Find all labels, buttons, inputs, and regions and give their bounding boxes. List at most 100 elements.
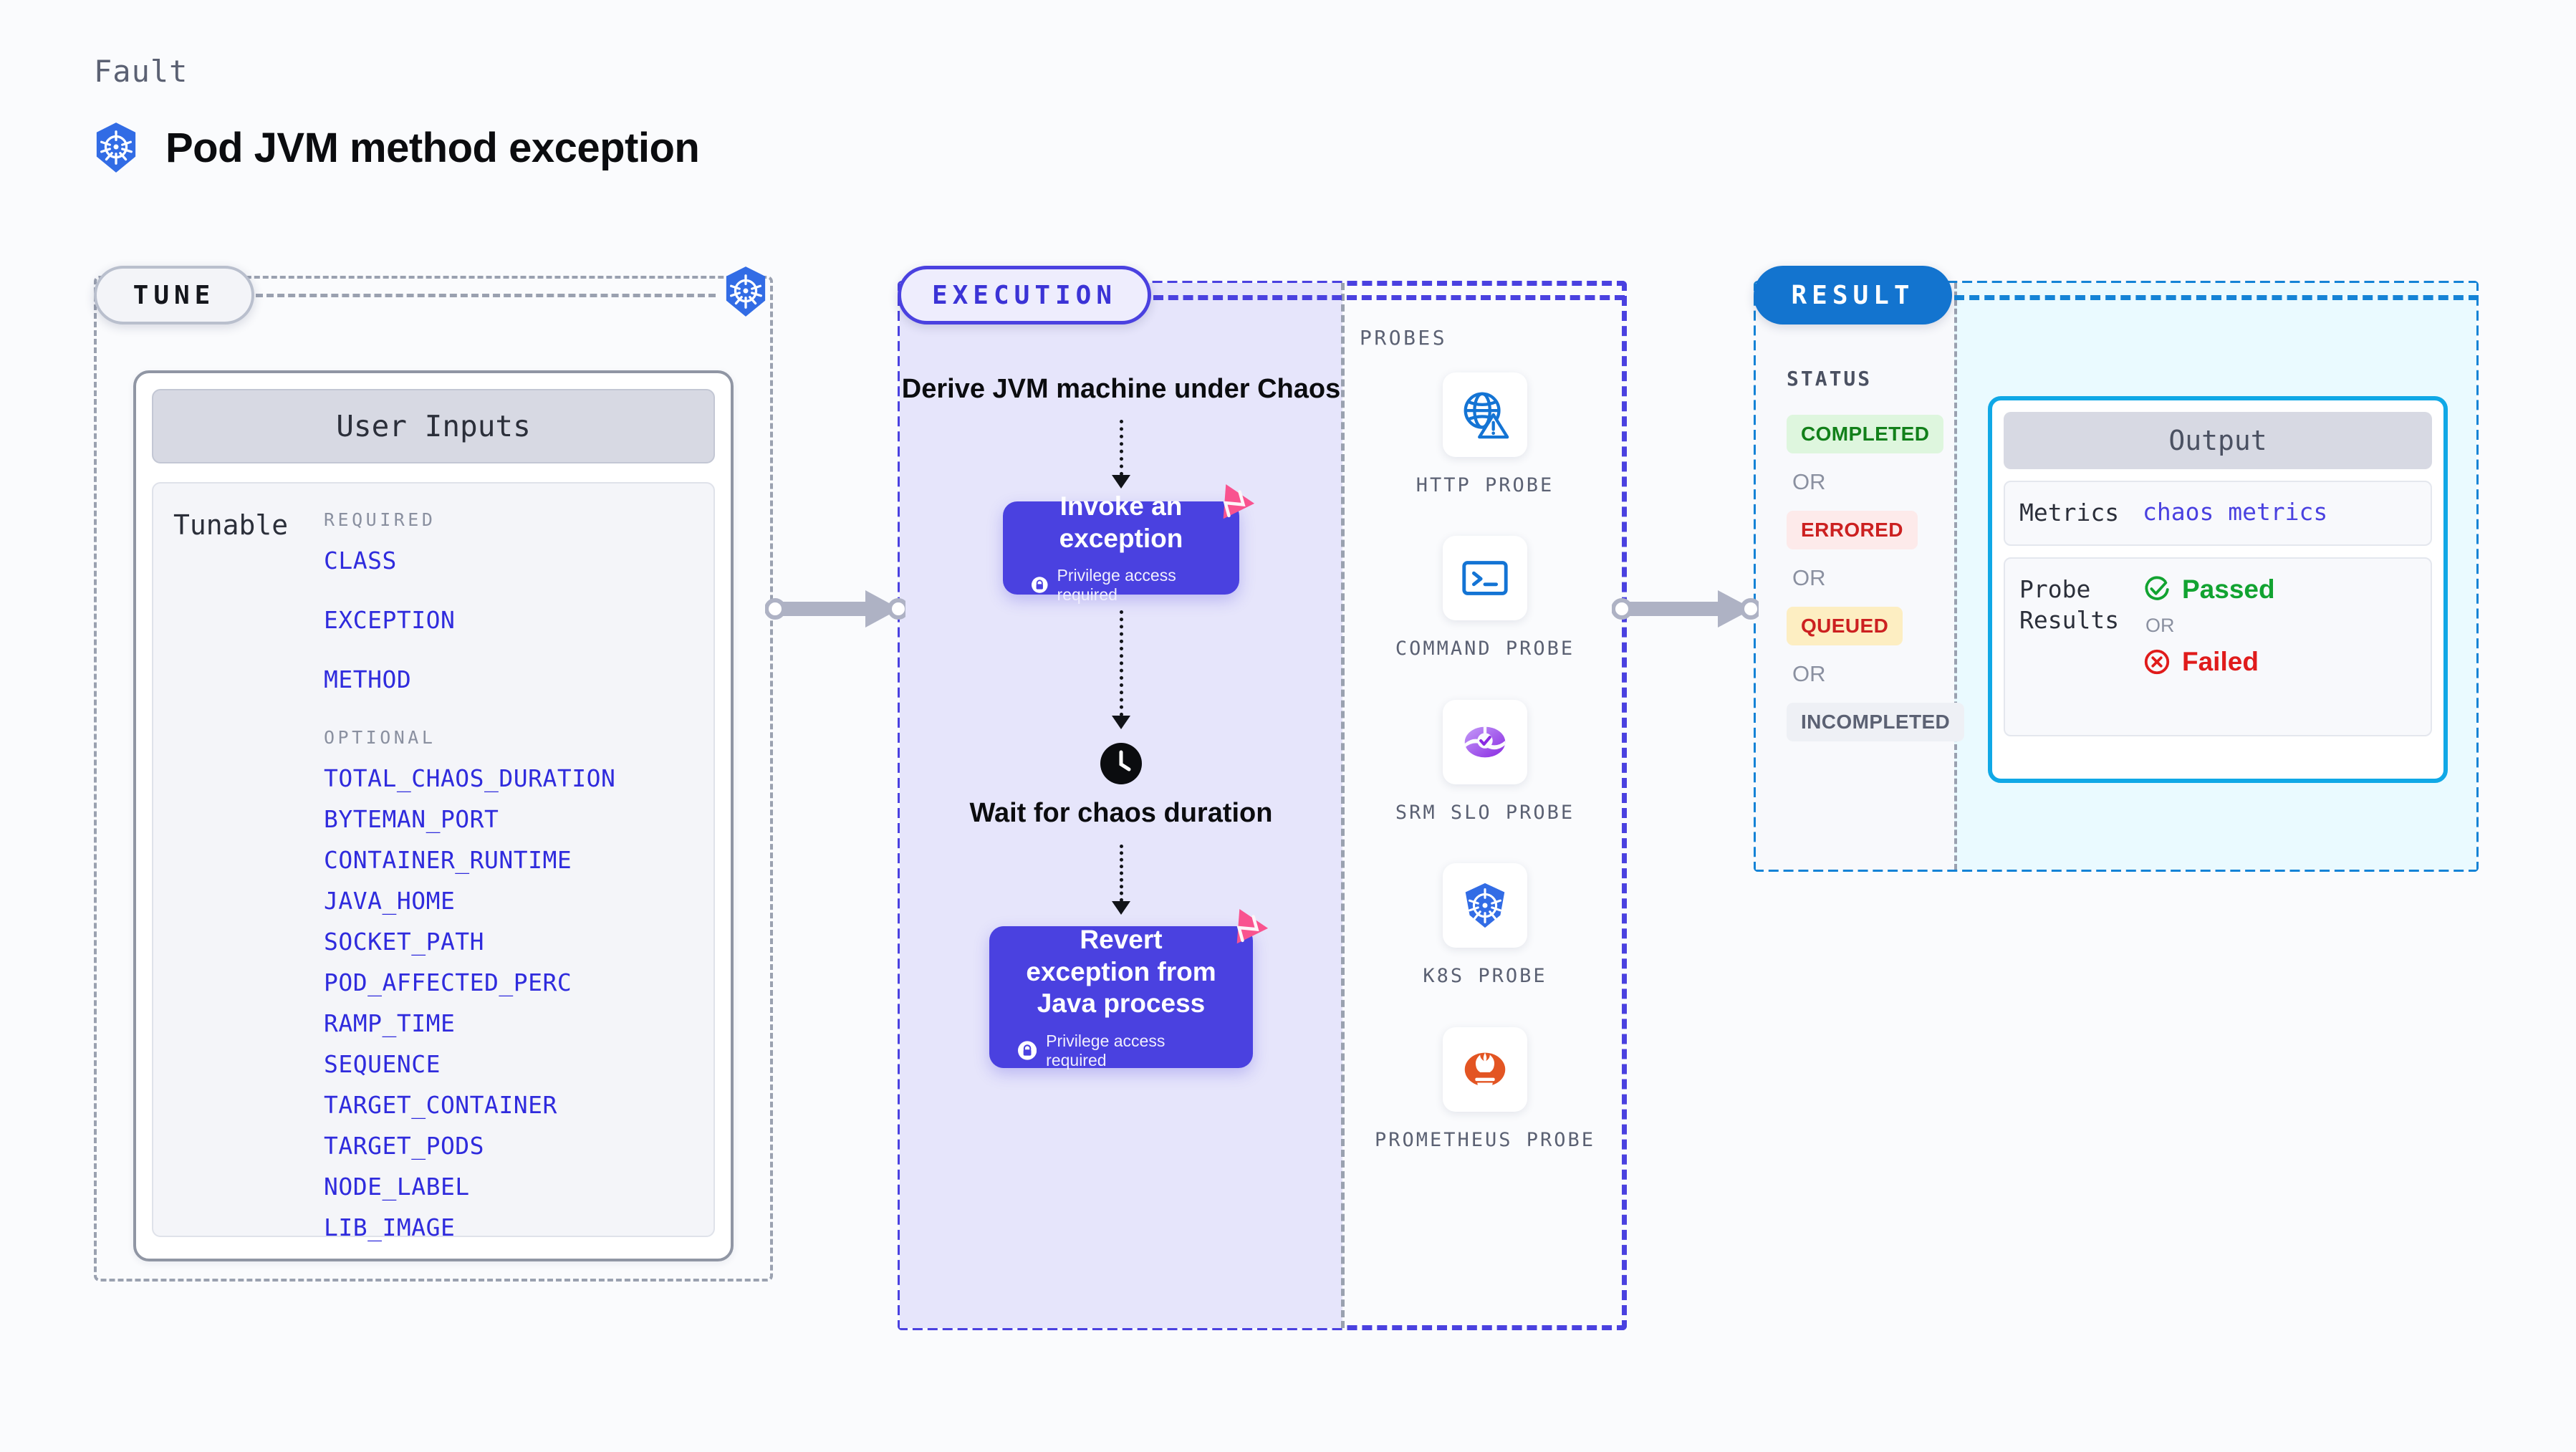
status-section-label: STATUS bbox=[1787, 367, 1873, 390]
connector-execution-to-result bbox=[1611, 585, 1762, 637]
or-separator: OR bbox=[1792, 661, 1826, 686]
parameter-item[interactable]: TARGET_CONTAINER bbox=[324, 1091, 557, 1119]
output-probe-results-row: Probe Results Passed OR Failed bbox=[2004, 557, 2432, 736]
result-top-dashed-line bbox=[1954, 295, 2479, 300]
execution-badge-label: EXECUTION bbox=[931, 280, 1118, 310]
parameter-item[interactable]: SOCKET_PATH bbox=[324, 928, 485, 956]
privilege-note-text: Privilege access required bbox=[1046, 1031, 1166, 1069]
parameter-item[interactable]: TOTAL_CHAOS_DURATION bbox=[324, 764, 616, 792]
optional-group-label: OPTIONAL bbox=[324, 727, 436, 748]
probe-label: PROMETHEUS PROBE bbox=[1374, 1128, 1596, 1151]
step-title: Invoke an exception bbox=[1059, 491, 1183, 553]
flow-arrow-down bbox=[1112, 610, 1130, 729]
kubernetes-icon bbox=[726, 266, 766, 317]
lock-icon bbox=[1018, 1041, 1037, 1060]
probe-results-key: Probe Results bbox=[2019, 574, 2120, 634]
user-inputs-title: User Inputs bbox=[336, 409, 531, 443]
metrics-key: Metrics bbox=[2019, 499, 2120, 527]
litmus-chaos-icon bbox=[1223, 484, 1255, 519]
parameter-item[interactable]: BYTEMAN_PORT bbox=[324, 805, 499, 833]
clock-icon bbox=[1100, 742, 1142, 784]
lock-icon bbox=[1032, 577, 1048, 594]
parameter-item[interactable]: CONTAINER_RUNTIME bbox=[324, 846, 572, 874]
probe-item-command[interactable]: COMMAND PROBE bbox=[1395, 536, 1575, 662]
kubernetes-icon bbox=[1465, 883, 1505, 928]
prometheus-icon bbox=[1464, 1052, 1506, 1090]
result-divider bbox=[1954, 283, 1957, 870]
probe-label: COMMAND PROBE bbox=[1395, 638, 1575, 660]
probe-label: SRM SLO PROBE bbox=[1395, 801, 1575, 824]
parameter-list: REQUIRED CLASS EXCEPTION METHOD OPTIONAL… bbox=[324, 509, 713, 1239]
execution-top-dashed-line bbox=[1153, 295, 1625, 300]
result-status-column-bg bbox=[1756, 283, 1954, 870]
optional-parameters: TOTAL_CHAOS_DURATION BYTEMAN_PORT CONTAI… bbox=[324, 766, 713, 1239]
status-badge: ERRORED bbox=[1787, 511, 1918, 549]
tune-top-dashed-line bbox=[256, 294, 716, 297]
verdict-failed: Failed bbox=[2143, 647, 2275, 677]
parameter-item[interactable]: EXCEPTION bbox=[324, 606, 456, 634]
tune-panel bbox=[94, 276, 773, 1282]
result-badge[interactable]: RESULT bbox=[1754, 266, 1952, 324]
litmus-chaos-icon bbox=[1236, 908, 1269, 944]
result-badge-label: RESULT bbox=[1791, 280, 1915, 310]
verdict-passed-label: Passed bbox=[2182, 574, 2275, 604]
tune-badge[interactable]: TUNE bbox=[94, 266, 254, 324]
parameter-item[interactable]: TARGET_PODS bbox=[324, 1132, 485, 1160]
probe-results-verdicts: Passed OR Failed bbox=[2143, 574, 2275, 677]
flow-arrow-down bbox=[1112, 845, 1130, 915]
probe-item-http[interactable]: HTTP PROBE bbox=[1416, 372, 1554, 499]
parameter-item[interactable]: NODE_LABEL bbox=[324, 1173, 470, 1201]
probes-divider bbox=[1341, 283, 1345, 1328]
execution-step-card[interactable]: Revert exception from Java process Privi… bbox=[989, 908, 1269, 1069]
or-separator: OR bbox=[2145, 614, 2175, 636]
check-circle-icon bbox=[2145, 576, 2169, 600]
required-parameters: CLASS EXCEPTION METHOD bbox=[324, 549, 713, 691]
status-list: STATUS COMPLETED OR ERRORED OR QUEUED OR… bbox=[1787, 367, 1965, 741]
privilege-note: Privilege access required bbox=[1032, 566, 1211, 605]
status-badge: QUEUED bbox=[1787, 607, 1903, 645]
kubernetes-icon bbox=[96, 122, 136, 173]
parameter-item[interactable]: RAMP_TIME bbox=[324, 1009, 456, 1037]
execution-badge[interactable]: EXECUTION bbox=[898, 266, 1151, 324]
parameter-item[interactable]: POD_AFFECTED_PERC bbox=[324, 968, 572, 996]
parameter-item[interactable]: JAVA_HOME bbox=[324, 887, 456, 915]
probe-item-prometheus[interactable]: PROMETHEUS PROBE bbox=[1375, 1027, 1595, 1153]
tune-badge-label: TUNE bbox=[133, 280, 216, 310]
probes-section-label: PROBES bbox=[1360, 326, 1448, 350]
execution-step-card[interactable]: Invoke an exception Privilege access req… bbox=[1003, 484, 1255, 604]
flow-step-label: Derive JVM machine under Chaos bbox=[901, 374, 1341, 404]
or-separator: OR bbox=[1792, 565, 1826, 590]
parameter-item[interactable]: METHOD bbox=[324, 665, 412, 693]
fault-kicker: Fault bbox=[94, 54, 188, 89]
user-inputs-card-body: Tunable REQUIRED CLASS EXCEPTION METHOD … bbox=[152, 482, 715, 1239]
globe-warning-icon bbox=[1464, 392, 1509, 439]
page-title: Pod JVM method exception bbox=[94, 122, 700, 173]
user-inputs-card: User Inputs Tunable REQUIRED CLASS EXCEP… bbox=[133, 370, 734, 1261]
flow-step-label: Wait for chaos duration bbox=[969, 797, 1273, 828]
srm-slo-icon bbox=[1464, 726, 1506, 758]
status-badge: COMPLETED bbox=[1787, 415, 1944, 453]
probe-item-srm-slo[interactable]: SRM SLO PROBE bbox=[1395, 699, 1575, 826]
probe-tile[interactable] bbox=[1442, 699, 1527, 784]
probe-item-k8s[interactable]: K8S PROBE bbox=[1423, 863, 1547, 989]
probe-tile[interactable] bbox=[1443, 372, 1527, 457]
parameter-item[interactable]: LIB_IMAGE bbox=[324, 1213, 456, 1241]
required-group-label: REQUIRED bbox=[324, 509, 436, 530]
execution-flow: Derive JVM machine under Chaos Invoke an… bbox=[900, 372, 1342, 1069]
page-title-text: Pod JVM method exception bbox=[165, 124, 700, 171]
probe-tile[interactable] bbox=[1443, 1027, 1527, 1112]
flow-arrow-down bbox=[1112, 419, 1130, 489]
parameter-item[interactable]: SEQUENCE bbox=[324, 1050, 441, 1078]
probe-tile[interactable] bbox=[1443, 863, 1527, 948]
user-inputs-card-header: User Inputs bbox=[152, 389, 715, 463]
metrics-value-link[interactable]: chaos metrics bbox=[2143, 498, 2328, 526]
parameter-item[interactable]: CLASS bbox=[324, 547, 397, 574]
connector-tune-to-execution bbox=[764, 585, 909, 637]
probe-tile[interactable] bbox=[1442, 536, 1527, 621]
probes-list: HTTP PROBE COMMAND PROBE bbox=[1345, 372, 1625, 1191]
privilege-note-text: Privilege access required bbox=[1057, 565, 1176, 604]
probe-label: HTTP PROBE bbox=[1416, 474, 1554, 496]
output-card-header: Output bbox=[2004, 412, 2432, 469]
output-card: Output Metrics chaos metrics Probe Resul… bbox=[1988, 396, 2448, 783]
